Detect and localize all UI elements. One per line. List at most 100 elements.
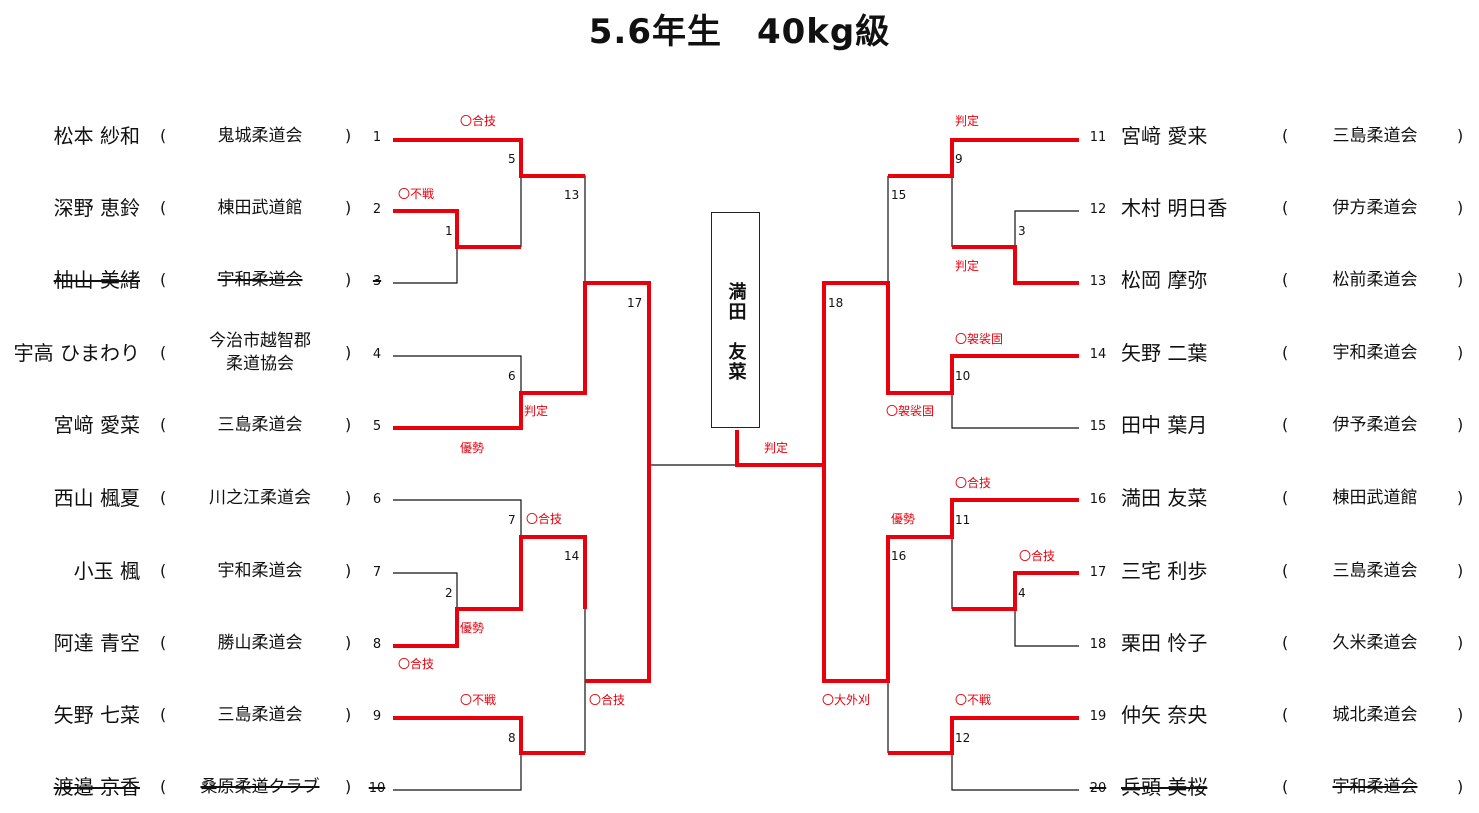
paren-close: ) bbox=[345, 705, 352, 724]
paren-close: ) bbox=[1457, 415, 1464, 434]
result-label: 優勢 bbox=[891, 512, 916, 526]
paren-close: ) bbox=[345, 126, 352, 145]
seed-number: 2 bbox=[372, 202, 382, 217]
seed-number: 3 bbox=[372, 274, 382, 289]
club-name: 宇和柔道会 bbox=[1332, 343, 1418, 363]
club-name: 伊予柔道会 bbox=[1332, 415, 1418, 435]
seed-number: 4 bbox=[372, 347, 382, 362]
result-label: 〇合技 bbox=[1019, 549, 1056, 563]
match-number: 2 bbox=[445, 586, 453, 600]
club-name: 川之江柔道会 bbox=[209, 488, 311, 508]
player-name: 田中 葉月 bbox=[1121, 413, 1208, 437]
paren-open: ( bbox=[160, 126, 167, 145]
champion-name: 満田 友菜 bbox=[725, 282, 747, 382]
seed-number: 19 bbox=[1089, 709, 1107, 724]
paren-open: ( bbox=[160, 705, 167, 724]
player-name: 宮﨑 愛来 bbox=[1121, 124, 1208, 148]
paren-open: ( bbox=[1282, 126, 1289, 145]
match-number: 14 bbox=[564, 549, 580, 563]
player-name: 満田 友菜 bbox=[1121, 486, 1208, 510]
club-name-withdrawn: 宇和柔道会 bbox=[1332, 777, 1418, 797]
seed-number: 18 bbox=[1089, 637, 1107, 652]
player-name: 木村 明日香 bbox=[1121, 196, 1228, 220]
paren-close: ) bbox=[1457, 633, 1464, 652]
paren-open: ( bbox=[1282, 633, 1289, 652]
seed-number: 14 bbox=[1089, 347, 1107, 362]
seed-number: 13 bbox=[1089, 274, 1107, 289]
result-label: 優勢 bbox=[460, 621, 485, 635]
player-name: 三宅 利歩 bbox=[1121, 559, 1208, 583]
match-number: 6 bbox=[508, 369, 516, 383]
paren-close: ) bbox=[1457, 561, 1464, 580]
match-number: 1 bbox=[445, 224, 453, 238]
result-label: 〇不戦 bbox=[398, 187, 435, 201]
paren-open: ( bbox=[160, 343, 167, 362]
result-label: 〇合技 bbox=[526, 512, 563, 526]
result-label: 〇合技 bbox=[589, 693, 626, 707]
paren-close: ) bbox=[345, 777, 352, 796]
club-name: 松前柔道会 bbox=[1332, 270, 1418, 290]
club-line-1: 今治市越智郡 bbox=[209, 331, 311, 351]
match-number: 16 bbox=[891, 549, 907, 563]
paren-close: ) bbox=[345, 488, 352, 507]
club-name: 勝山柔道会 bbox=[217, 633, 303, 653]
result-label: 〇不戦 bbox=[955, 693, 992, 707]
seed-number: 1 bbox=[372, 130, 382, 145]
result-label: 判定 bbox=[955, 114, 980, 128]
paren-open: ( bbox=[160, 561, 167, 580]
match-number: 4 bbox=[1018, 586, 1026, 600]
seed-number: 7 bbox=[372, 565, 382, 580]
club-name: 鬼城柔道会 bbox=[217, 126, 303, 146]
paren-open: ( bbox=[1282, 270, 1289, 289]
match-number: 3 bbox=[1018, 224, 1026, 238]
paren-open: ( bbox=[160, 415, 167, 434]
match-number: 12 bbox=[955, 731, 971, 745]
paren-close: ) bbox=[1457, 198, 1464, 217]
paren-close: ) bbox=[1457, 126, 1464, 145]
paren-close: ) bbox=[1457, 705, 1464, 724]
result-label: 判定 bbox=[764, 441, 789, 455]
player-name-withdrawn: 兵頭 美桜 bbox=[1121, 775, 1208, 799]
paren-close: ) bbox=[345, 561, 352, 580]
club-name: 三島柔道会 bbox=[217, 415, 303, 435]
paren-close: ) bbox=[345, 633, 352, 652]
seed-number: 10 bbox=[368, 781, 386, 796]
result-label: 判定 bbox=[955, 259, 980, 273]
paren-open: ( bbox=[160, 633, 167, 652]
match-number: 13 bbox=[564, 188, 580, 202]
paren-open: ( bbox=[1282, 343, 1289, 362]
club-name-withdrawn: 桑原柔道クラブ bbox=[200, 777, 320, 797]
player-name: 仲矢 奈央 bbox=[1121, 703, 1208, 727]
paren-open: ( bbox=[160, 198, 167, 217]
match-number: 9 bbox=[955, 152, 963, 166]
match-number: 5 bbox=[508, 152, 516, 166]
paren-close: ) bbox=[345, 198, 352, 217]
result-label: 〇袈裟固 bbox=[955, 332, 1004, 346]
player-name: 宮﨑 愛菜 bbox=[53, 413, 140, 437]
seed-number: 16 bbox=[1089, 492, 1107, 507]
seed-number: 6 bbox=[372, 492, 382, 507]
paren-close: ) bbox=[1457, 343, 1464, 362]
player-name: 阿達 青空 bbox=[53, 631, 140, 655]
paren-open: ( bbox=[160, 777, 167, 796]
player-name: 小玉 楓 bbox=[73, 559, 140, 583]
player-name-withdrawn: 柚山 美緒 bbox=[53, 268, 140, 292]
club-name: 三島柔道会 bbox=[1332, 126, 1418, 146]
seed-number: 15 bbox=[1089, 419, 1107, 434]
player-name: 矢野 七菜 bbox=[53, 703, 140, 727]
page-title: 5.6年生 40kg級 bbox=[588, 12, 891, 52]
player-name: 松本 紗和 bbox=[53, 124, 140, 148]
club-name: 伊方柔道会 bbox=[1332, 198, 1418, 218]
paren-open: ( bbox=[1282, 777, 1289, 796]
seed-number: 11 bbox=[1089, 130, 1107, 145]
player-name: 栗田 怜子 bbox=[1121, 631, 1208, 655]
club-name: 三島柔道会 bbox=[1332, 561, 1418, 581]
player-name: 松岡 摩弥 bbox=[1121, 268, 1208, 292]
seed-number: 12 bbox=[1089, 202, 1107, 217]
player-name: 西山 楓夏 bbox=[53, 486, 140, 510]
club-name: 三島柔道会 bbox=[217, 705, 303, 725]
paren-close: ) bbox=[1457, 270, 1464, 289]
paren-close: ) bbox=[345, 343, 352, 362]
paren-open: ( bbox=[160, 488, 167, 507]
bracket-lines-winner bbox=[393, 138, 1079, 755]
